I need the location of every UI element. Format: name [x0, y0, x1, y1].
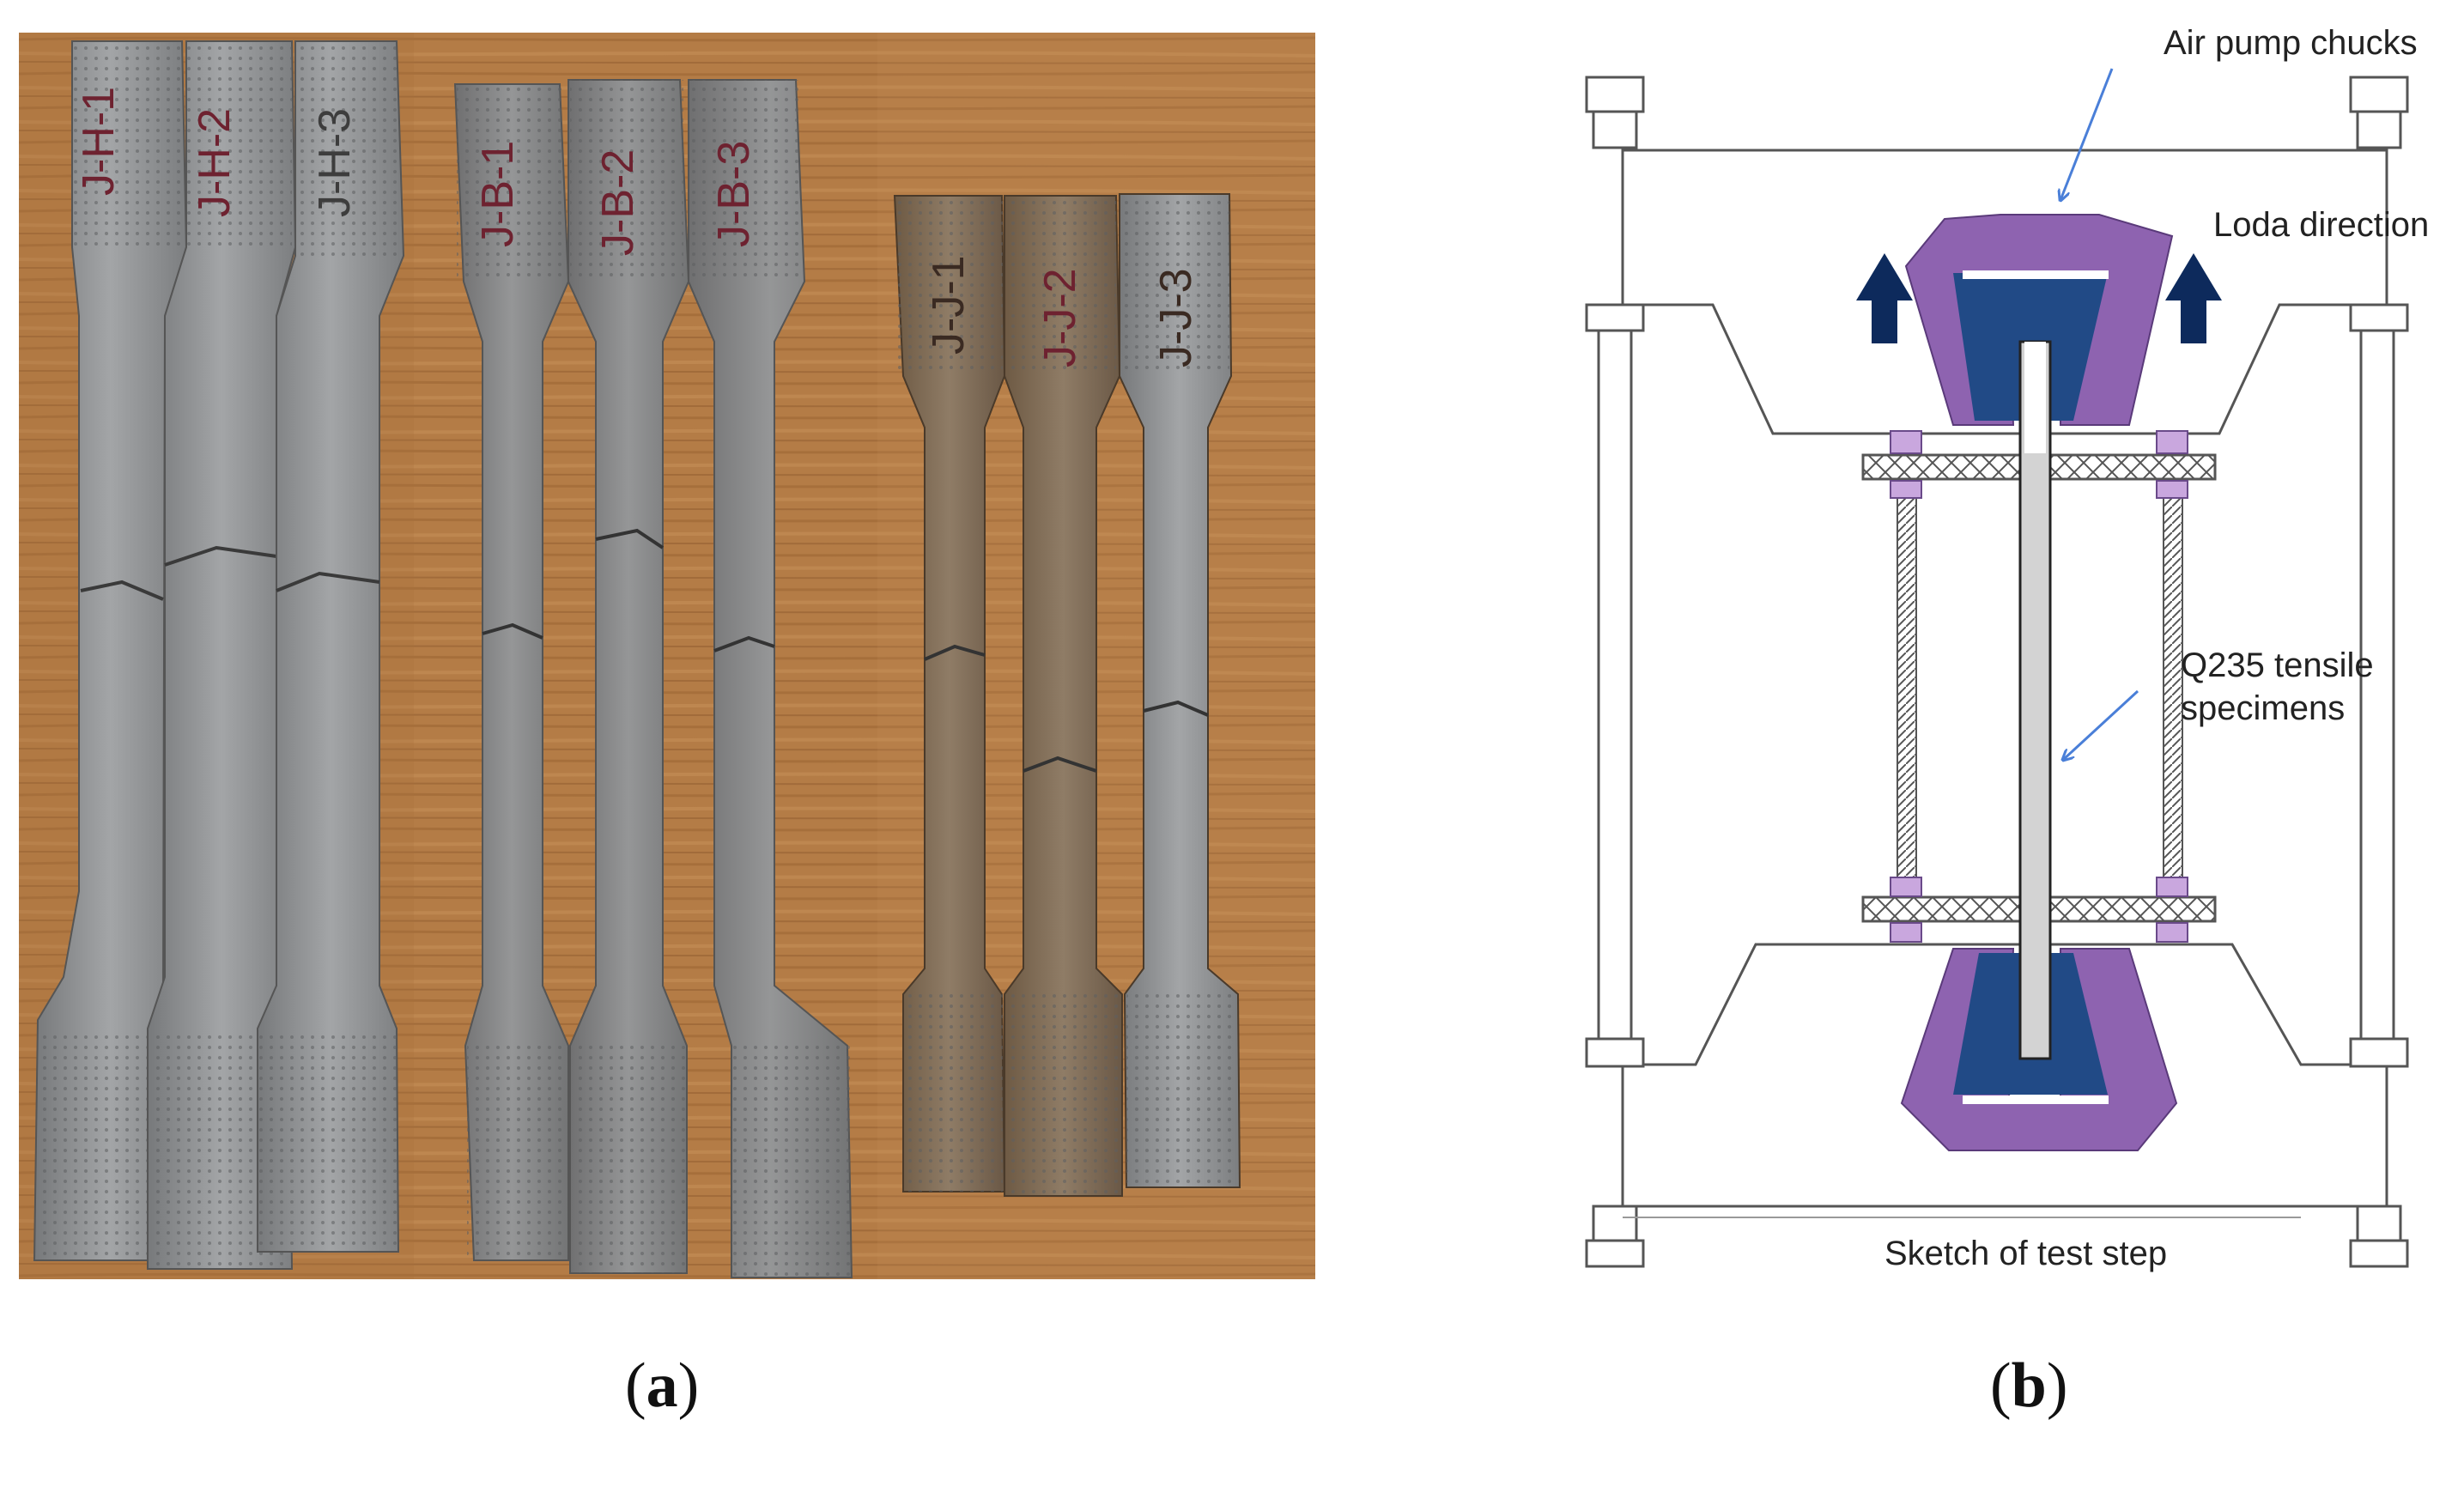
specimen — [257, 40, 405, 1253]
plate-nut — [2156, 877, 2188, 897]
pointer-specimen — [2063, 689, 2139, 760]
specimen-label: J-B-1 — [473, 141, 523, 247]
specimen — [688, 79, 853, 1278]
label-air-pump-chucks: Air pump chucks — [2164, 24, 2418, 62]
label-sketch: Sketch of test step — [1884, 1235, 2167, 1272]
frame-column-left — [1597, 307, 1633, 1045]
test-setup-diagram: Air pump chucks Loda direction Q235 tens… — [1545, 0, 2464, 1339]
specimen-photo-drawing: J-H-1 J-H-2 J-H-3 — [19, 33, 1315, 1279]
specimen-label: J-J-1 — [924, 255, 974, 355]
label-specimens-line1: Q235 tensile — [2181, 646, 2374, 684]
test-setup-drawing: Air pump chucks Loda direction Q235 tens… — [1585, 24, 2429, 1272]
load-direction-arrows — [1856, 253, 2222, 343]
plate-nut — [2156, 430, 2188, 454]
frame-nut — [2349, 1239, 2409, 1268]
specimen-label: J-H-3 — [310, 108, 360, 217]
plate-nut — [2156, 480, 2188, 499]
plate-nut — [1890, 480, 1922, 499]
frame-nut — [1585, 1239, 1645, 1268]
specimen-label: J-B-2 — [593, 149, 643, 256]
specimen-label: J-J-2 — [1035, 268, 1085, 367]
specimen — [893, 195, 1006, 1193]
frame-nut — [1592, 110, 1638, 149]
frame-nut — [2349, 303, 2409, 332]
plate-nut — [1890, 430, 1922, 454]
frame-nut — [1592, 1205, 1638, 1242]
frame-nut — [2356, 110, 2402, 149]
plate-nut — [1890, 877, 1922, 897]
specimen — [453, 83, 570, 1261]
frame-nut — [2349, 76, 2409, 113]
load-arrow-icon — [1856, 253, 1913, 343]
specimen-label: J-J-3 — [1151, 268, 1201, 367]
label-specimens-line2: specimens — [2181, 689, 2345, 727]
specimen-label: J-H-1 — [74, 87, 124, 196]
specimen — [1004, 195, 1123, 1197]
frame-nut — [2349, 1037, 2409, 1068]
specimen-group-j: J-J-1 J-J-2 J-J-3 — [893, 193, 1241, 1197]
caption-a: (a) — [625, 1350, 700, 1421]
threaded-rod-right — [2163, 480, 2183, 898]
specimen — [1119, 193, 1241, 1188]
specimen-label: J-B-3 — [709, 141, 759, 247]
plate-nut — [2156, 922, 2188, 943]
label-load-direction: Loda direction — [2213, 206, 2429, 244]
threaded-rod-left — [1897, 480, 1917, 898]
frame-nut — [1585, 1037, 1645, 1068]
specimen-label: J-H-2 — [190, 108, 240, 217]
specimen-group-h: J-H-1 J-H-2 J-H-3 — [33, 40, 405, 1270]
frame-nut — [2356, 1205, 2402, 1242]
specimen-photo: J-H-1 J-H-2 J-H-3 — [19, 33, 1315, 1279]
pointer-chucks — [2060, 68, 2114, 200]
load-arrow-icon — [2165, 253, 2222, 343]
specimen-group-b: J-B-1 J-B-2 J-B-3 — [453, 79, 853, 1278]
caption-b: (b) — [1990, 1350, 2068, 1421]
specimen — [567, 79, 690, 1274]
frame-nut — [1585, 303, 1645, 332]
plate-nut — [1890, 922, 1922, 943]
frame-nut — [1585, 76, 1645, 113]
